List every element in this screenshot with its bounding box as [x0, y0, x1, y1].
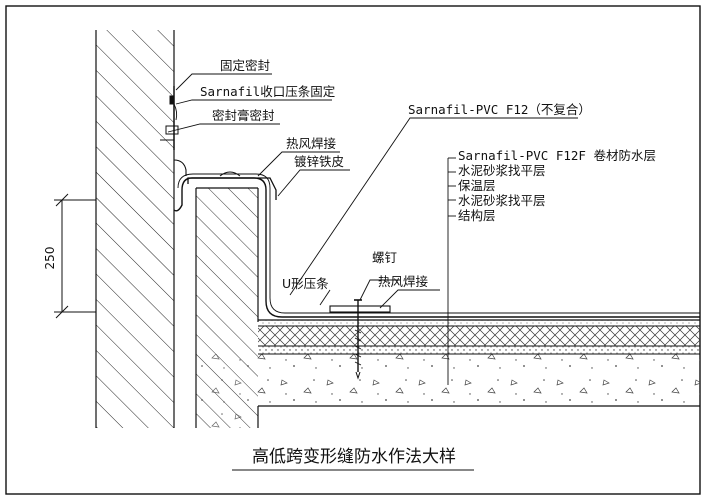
label-fixed-seal: 固定密封: [220, 58, 270, 73]
dimension-text: 250: [43, 247, 57, 270]
roof-layers: [258, 319, 700, 354]
label-pvc-f12: Sarnafil-PVC F12（不复合）: [408, 102, 591, 117]
layer-label-structure: 结构层: [458, 208, 496, 223]
structural-slab: [196, 353, 700, 428]
layer-label-insulation: 保温层: [458, 178, 496, 193]
drawing-title: 高低跨变形缝防水作法大样: [252, 447, 456, 467]
label-sealant: 密封膏密封: [212, 108, 275, 123]
layer-label-screed-bottom: 水泥砂浆找平层: [458, 193, 546, 208]
termination-detail: [160, 86, 179, 150]
layer-label-screed-top: 水泥砂浆找平层: [458, 163, 546, 178]
label-sarnafil-strip: Sarnafil收口压条固定: [200, 84, 335, 99]
leader-lines: [167, 73, 578, 385]
label-hot-air-weld-top: 热风焊接: [286, 136, 337, 151]
label-galvanized-sheet: 镀锌铁皮: [294, 154, 344, 169]
drawing-frame: [5, 5, 701, 495]
dimension-line: [54, 193, 96, 319]
high-wall: [95, 30, 175, 428]
u-strip-fixing: [329, 299, 391, 380]
label-screw: 螺钉: [372, 250, 398, 265]
label-u-strip: U形压条: [282, 276, 329, 291]
galvanized-sheet: [187, 171, 277, 200]
layer-label-membrane: Sarnafil-PVC F12F 卷材防水层: [458, 148, 656, 163]
label-hot-air-weld-bottom: 热风焊接: [378, 274, 429, 289]
